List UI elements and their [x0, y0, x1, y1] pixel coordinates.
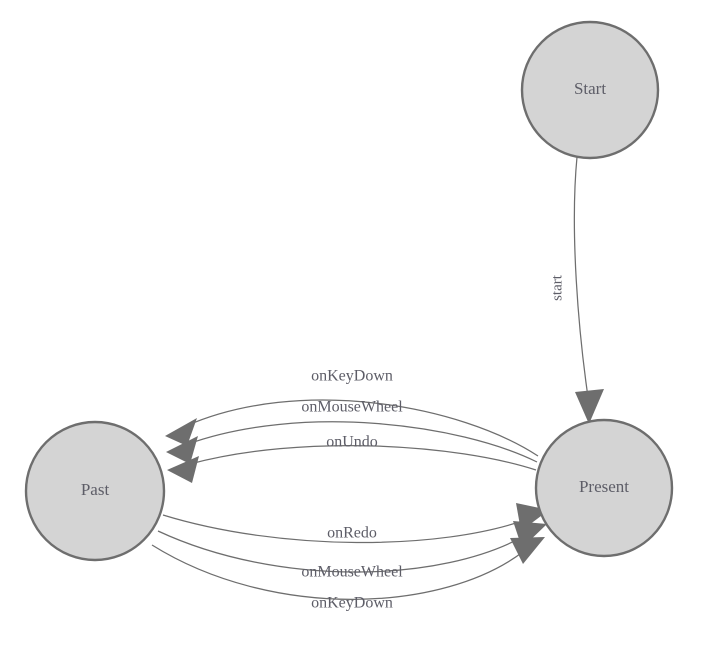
- node-past[interactable]: Past: [24, 420, 166, 562]
- edge-past-to-present-onkeydown-arrowhead: [510, 537, 545, 564]
- node-present-label: Present: [579, 477, 629, 496]
- node-start-label: Start: [574, 79, 606, 98]
- edge-past-to-present-onkeydown-path: [151, 544, 525, 600]
- edge-label-present-past-onmousewheel: onMouseWheel: [301, 399, 403, 416]
- edge-start-to-present-path: [573, 156, 590, 405]
- edge-start-to-present-arrowhead: [575, 389, 604, 424]
- edge-label-present-past-onkeydown: onKeyDown: [311, 368, 393, 385]
- edge-present-to-past-onundo[interactable]: onUndo: [167, 434, 537, 483]
- edge-past-to-present-onredo[interactable]: onRedo: [162, 503, 549, 544]
- node-start-circle: [520, 20, 660, 160]
- edge-past-to-present-onkeydown[interactable]: onKeyDown: [151, 537, 545, 612]
- edge-present-to-past-onmousewheel[interactable]: onMouseWheel: [166, 399, 538, 464]
- edge-label-past-present-onmousewheel: onMouseWheel: [301, 564, 403, 581]
- edge-label-start: start: [549, 274, 565, 301]
- edge-present-to-past-onundo-path: [189, 444, 537, 471]
- edge-past-to-present-onredo-path: [162, 514, 529, 544]
- node-present-circle: [534, 418, 674, 558]
- edge-label-past-present-onredo: onRedo: [327, 525, 377, 542]
- edge-past-to-present-onmousewheel-path: [157, 530, 527, 573]
- edge-present-to-past-onkeydown-arrowhead: [165, 418, 197, 446]
- edge-label-past-present-onkeydown: onKeyDown: [311, 595, 393, 612]
- edge-label-present-past-onundo: onUndo: [326, 434, 378, 451]
- edge-present-to-past-onundo-arrowhead: [167, 456, 199, 483]
- edge-present-to-past-onmousewheel-path: [187, 421, 538, 463]
- node-present[interactable]: Present: [534, 418, 674, 558]
- node-past-label: Past: [81, 480, 110, 499]
- edge-present-to-past-onkeydown-path: [185, 399, 539, 457]
- node-start[interactable]: Start: [520, 20, 660, 160]
- edge-past-to-present-onmousewheel[interactable]: onMouseWheel: [157, 521, 547, 581]
- edge-present-to-past-onmousewheel-arrowhead: [166, 436, 198, 464]
- edge-present-to-past-onkeydown[interactable]: onKeyDown: [165, 368, 539, 457]
- node-past-circle: [24, 420, 166, 562]
- edge-start-to-present[interactable]: start: [549, 156, 604, 424]
